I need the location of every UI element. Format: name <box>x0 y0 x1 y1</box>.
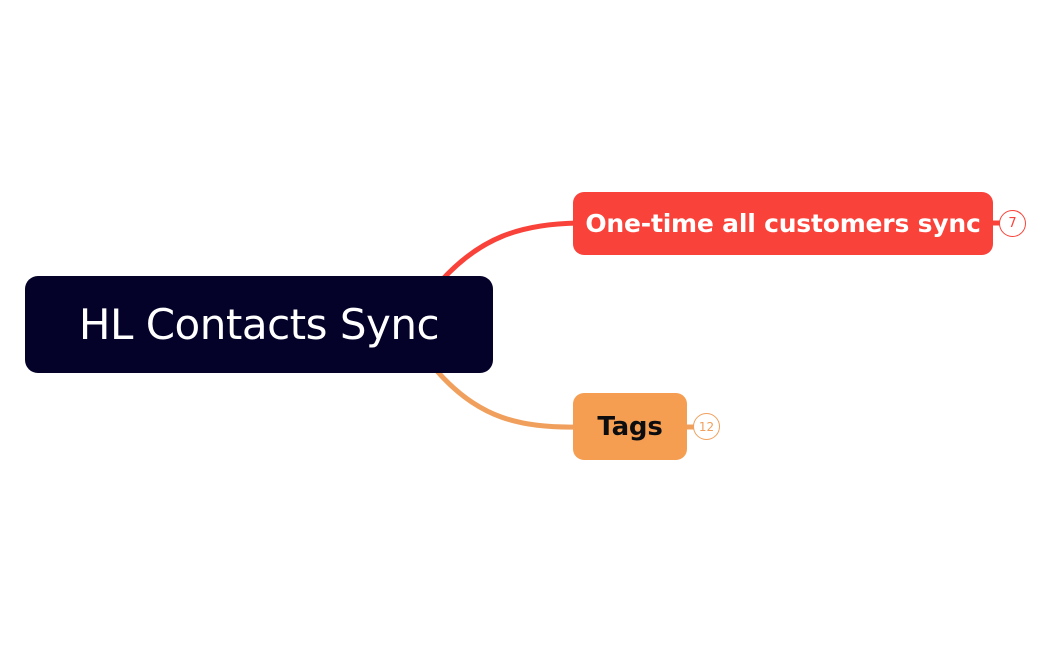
one-time-sync-count-badge[interactable]: 7 <box>999 210 1026 237</box>
tags-count-value: 12 <box>698 419 715 434</box>
mindmap-node-tags[interactable]: Tags <box>573 393 687 460</box>
mindmap-root-node[interactable]: HL Contacts Sync <box>25 276 493 373</box>
one-time-sync-count-value: 7 <box>1008 216 1017 231</box>
mindmap-node-one-time-sync[interactable]: One-time all customers sync <box>573 192 993 255</box>
tags-node-label: Tags <box>597 411 663 442</box>
edge-root-to-tags <box>434 368 581 430</box>
root-node-label: HL Contacts Sync <box>78 300 440 349</box>
edge-root-to-one-time-sync <box>438 220 581 284</box>
one-time-sync-node-label: One-time all customers sync <box>585 209 981 238</box>
tags-count-badge[interactable]: 12 <box>693 413 720 440</box>
